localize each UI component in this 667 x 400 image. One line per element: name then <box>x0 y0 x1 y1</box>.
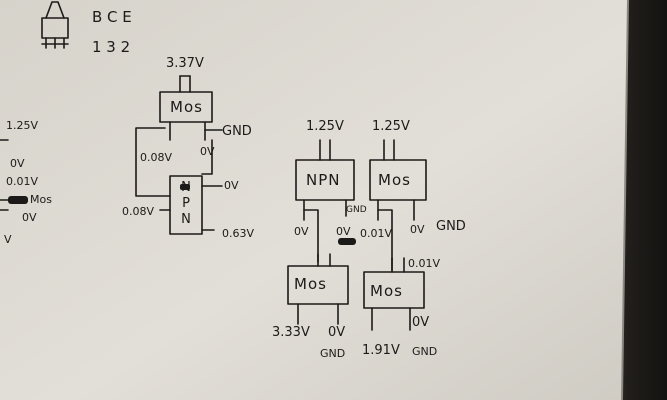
right-npn-out-left: 0V <box>294 225 309 238</box>
far-left-mos: Mos <box>30 193 52 206</box>
bottom-left-mos-label: Mos <box>294 275 327 293</box>
far-left-v2: 0V <box>10 157 25 170</box>
left-mos-right-voltage: 0V <box>200 145 215 158</box>
left-npn-label: N P N <box>179 180 193 228</box>
right-mos-gnd: GND <box>436 219 466 234</box>
right-mos-out-left: 0.01V <box>360 227 393 240</box>
bottom-left-gnd: GND <box>320 347 346 360</box>
right-npn-out-mid: 0V <box>336 225 351 238</box>
left-npn-right-voltage: 0V <box>224 179 239 192</box>
npn-letter-n2: N <box>181 212 191 227</box>
bottom-right-mos-label: Mos <box>370 282 403 300</box>
left-mos-label: Mos <box>170 98 203 116</box>
right-npn-top-voltage: 1.25V <box>306 119 344 134</box>
left-npn-left-voltage: 0.08V <box>122 205 155 218</box>
left-npn-bottom-voltage: 0.63V <box>222 227 255 240</box>
pin-numbers-label: 1 3 2 <box>92 38 131 56</box>
right-mos-out-right: 0V <box>410 223 425 236</box>
far-left-v1: 1.25V <box>6 119 39 132</box>
far-left-v4: 0V <box>22 211 37 224</box>
bottom-right-gnd: GND <box>412 345 438 358</box>
bottom-left-v2: 0V <box>328 325 346 340</box>
far-left-v5: V <box>4 233 12 246</box>
pin-letters-label: B C E <box>92 8 132 26</box>
right-mos-top-voltage: 1.25V <box>372 119 410 134</box>
far-left-v3: 0.01V <box>6 175 39 188</box>
left-mos-left-voltage: 0.08V <box>140 151 173 164</box>
left-gnd-label: GND <box>222 124 252 139</box>
right-npn-label: NPN <box>306 171 341 189</box>
npn-letter-p: P <box>182 196 190 211</box>
right-npn-gnd: GND <box>346 205 367 215</box>
right-mos-label: Mos <box>378 171 411 189</box>
bottom-right-v1: 1.91V <box>362 343 400 358</box>
bottom-left-top-voltage: 0.01V <box>408 257 441 270</box>
left-mos-top-voltage: 3.37V <box>166 56 204 71</box>
bottom-right-v2: 0V <box>412 315 430 330</box>
bottom-left-v1: 3.33V <box>272 325 310 340</box>
npn-letter-n1: N <box>181 180 191 195</box>
